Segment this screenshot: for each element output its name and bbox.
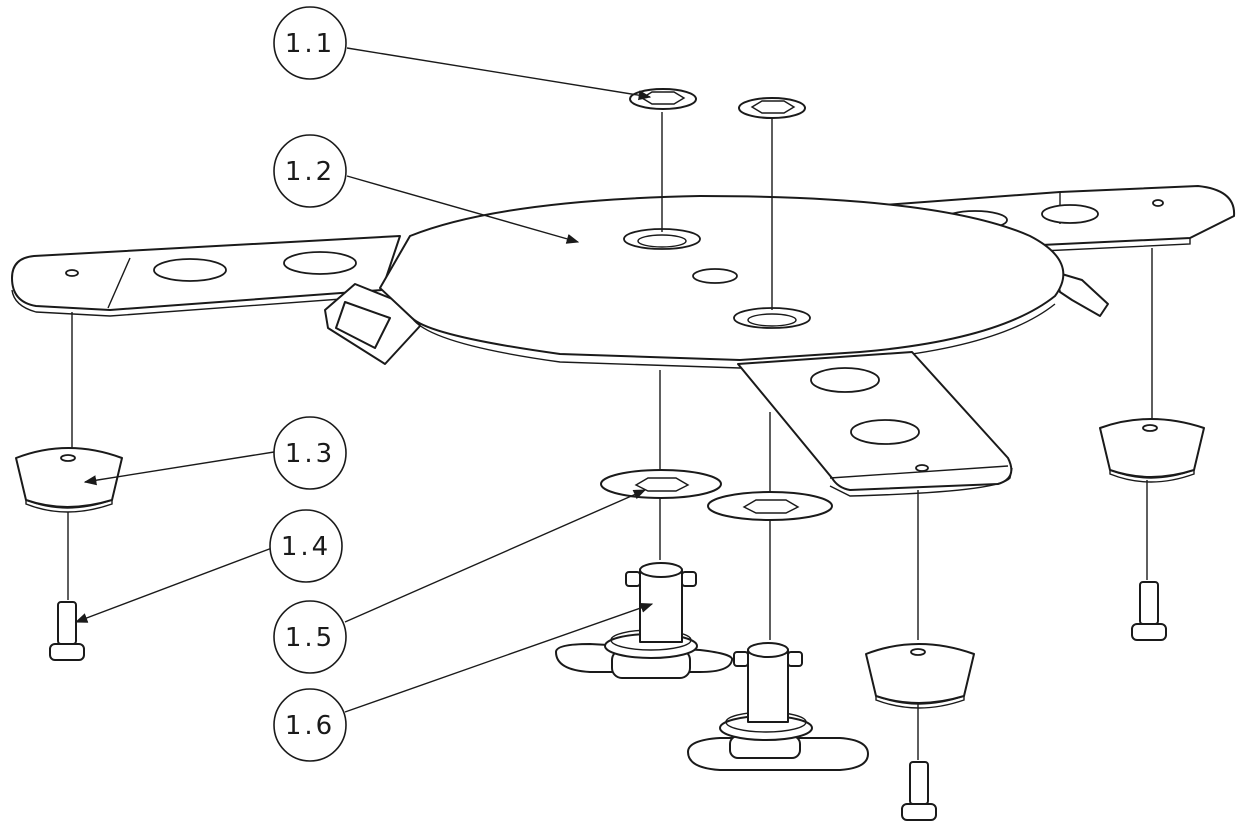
callout-1-3-label: 1.3 xyxy=(285,439,335,469)
callout-1-6: 1.6 xyxy=(273,688,347,762)
pivot-pin-right xyxy=(687,642,869,771)
callout-1-1-label: 1.1 xyxy=(285,29,335,59)
base-plate-front-arm xyxy=(737,351,1013,497)
callout-1-2: 1.2 xyxy=(273,134,347,208)
base-plate-main-disc xyxy=(379,195,1065,369)
rubber-foot-front xyxy=(865,643,975,709)
callout-1-1: 1.1 xyxy=(273,6,347,80)
callout-1-2-label: 1.2 xyxy=(285,157,335,187)
rubber-foot-left xyxy=(15,447,123,513)
assembly-axis-lines xyxy=(67,112,1153,760)
top-washer-left xyxy=(629,88,697,110)
callout-1-5-label: 1.5 xyxy=(285,623,335,653)
base-plate-right-tab xyxy=(1054,271,1109,317)
leader-lines xyxy=(74,47,654,713)
callout-1-3: 1.3 xyxy=(273,416,347,490)
callout-1-4-label: 1.4 xyxy=(281,532,331,562)
pivot-pin-left xyxy=(555,562,734,679)
callout-1-6-label: 1.6 xyxy=(285,711,335,741)
callout-1-5: 1.5 xyxy=(273,600,347,674)
lower-washer-right xyxy=(707,491,833,521)
screw-left xyxy=(49,601,85,661)
screw-front xyxy=(901,761,937,821)
screw-right xyxy=(1131,581,1167,641)
top-washer-right xyxy=(738,97,806,119)
callout-1-4: 1.4 xyxy=(269,509,343,583)
rubber-foot-right xyxy=(1099,418,1205,483)
lower-washer-left xyxy=(600,469,722,499)
